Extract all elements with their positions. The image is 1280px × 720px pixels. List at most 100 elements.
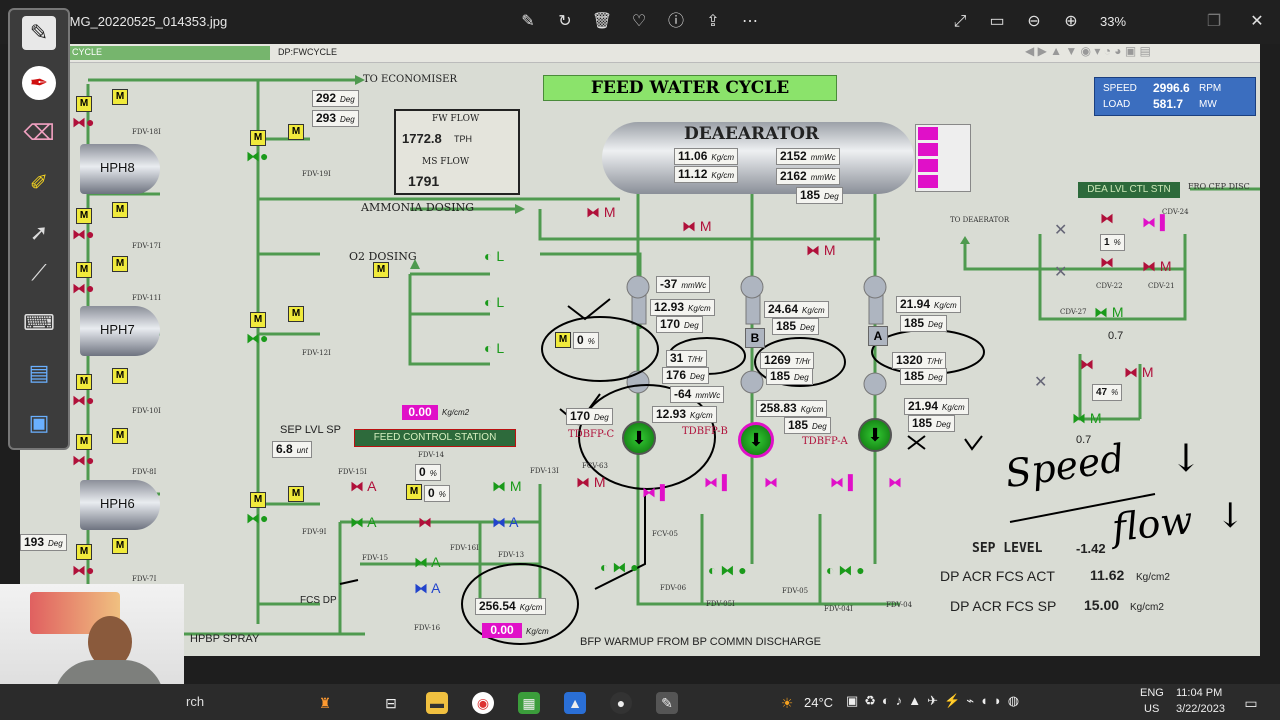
- keyboard-icon[interactable]: ⌨: [23, 310, 55, 335]
- app-icon[interactable]: ▦: [518, 692, 540, 714]
- valve-open-icon[interactable]: ◐ ⧓ ●: [600, 559, 639, 575]
- rotate-icon[interactable]: ↻: [558, 13, 572, 30]
- valve-m-box[interactable]: M: [406, 484, 422, 500]
- language-bottom[interactable]: US: [1144, 703, 1160, 715]
- valve-m-box[interactable]: M: [76, 434, 92, 450]
- info-icon[interactable]: ⓘ: [667, 13, 684, 30]
- pump-b-down-arrow-icon[interactable]: ⬇: [738, 422, 774, 458]
- valve-closed-icon[interactable]: ⧓ M: [1124, 364, 1154, 380]
- fit-icon[interactable]: ▭: [989, 13, 1005, 30]
- valve-m-box[interactable]: M: [112, 538, 128, 554]
- maximize-icon[interactable]: ❐: [1206, 13, 1222, 30]
- valve-open-icon[interactable]: ◐ ⧓ ●: [708, 562, 747, 578]
- valve-m-box[interactable]: M: [112, 256, 128, 272]
- valve-open-icon[interactable]: ⧓ A: [414, 554, 441, 570]
- clock-time[interactable]: 11:04 PM: [1176, 687, 1223, 699]
- valve-closed-icon[interactable]: ⧓ M: [682, 218, 712, 234]
- cursor-icon[interactable]: ➚: [29, 220, 49, 245]
- valve-closed-icon[interactable]: ⧓ A: [350, 478, 377, 494]
- valve-m-box[interactable]: M: [76, 208, 92, 224]
- valve-open-icon[interactable]: ⧓ ▌: [830, 474, 858, 490]
- valve-closed-icon[interactable]: ⧓●: [72, 226, 95, 242]
- feed-control-station-button[interactable]: FEED CONTROL STATION: [354, 429, 516, 447]
- valve-open-icon[interactable]: ⧓ ▌: [642, 484, 670, 500]
- laser-pen-icon[interactable]: ⟋: [31, 260, 47, 285]
- valve-m-box[interactable]: M: [250, 492, 266, 508]
- valve-closed-icon[interactable]: ⧓: [1080, 356, 1094, 372]
- valve-closed-icon[interactable]: ⧓ M: [586, 204, 616, 220]
- valve-manual-icon[interactable]: ✕: [1054, 222, 1068, 239]
- valve-open-icon[interactable]: ⧓●: [246, 510, 269, 526]
- lantern-icon[interactable]: ♜: [318, 695, 332, 711]
- clock-date[interactable]: 3/22/2023: [1176, 703, 1225, 715]
- zoom-out-icon[interactable]: ⊖: [1027, 13, 1041, 30]
- valve-closed-icon[interactable]: ⧓ M: [1142, 258, 1172, 274]
- valve-manual-icon[interactable]: ✕: [1054, 264, 1068, 281]
- valve-m-box[interactable]: M: [112, 202, 128, 218]
- valve-closed-icon[interactable]: ⧓●: [72, 392, 95, 408]
- valve-m-box[interactable]: M: [288, 124, 304, 140]
- screen-capture-icon[interactable]: ▤: [28, 360, 50, 385]
- dea-lvl-ctl-stn[interactable]: DEA LVL CTL STN: [1078, 182, 1180, 198]
- valve-closed-icon[interactable]: ⧓●: [72, 114, 95, 130]
- language-top[interactable]: ENG: [1140, 687, 1164, 699]
- share-icon[interactable]: ⇪: [706, 13, 720, 30]
- taskbar-search[interactable]: rch: [186, 694, 205, 709]
- valve-m-box[interactable]: M: [76, 544, 92, 560]
- zoom-level[interactable]: 33%: [1100, 14, 1127, 29]
- edit-icon[interactable]: ✎: [521, 13, 535, 30]
- valve-closed-icon[interactable]: ⧓: [1100, 210, 1114, 226]
- heater-hph8[interactable]: HPH8: [80, 144, 160, 194]
- valve-open-icon[interactable]: ⧓ M: [492, 478, 522, 494]
- valve-open-icon[interactable]: ⧓●: [246, 148, 269, 164]
- valve-open-icon[interactable]: ◐ L: [484, 294, 505, 310]
- valve-open-icon[interactable]: ⧓●: [246, 330, 269, 346]
- valve-closed-icon[interactable]: ⧓ M: [576, 474, 606, 490]
- zoom-in-icon[interactable]: ⊕: [1064, 13, 1078, 30]
- valve-open-icon[interactable]: ⧓: [764, 474, 778, 490]
- valve-open-icon[interactable]: ⧓: [888, 474, 902, 490]
- system-tray-icon[interactable]: ▣♻◐♪▲✈⚡⌁◖◗◍: [846, 693, 1026, 708]
- cycle-tab[interactable]: CYCLE: [60, 46, 270, 60]
- valve-m-box[interactable]: M: [288, 306, 304, 322]
- valve-m-box[interactable]: M: [250, 312, 266, 328]
- delete-icon[interactable]: 🗑: [591, 13, 613, 30]
- valve-open-icon[interactable]: ⧓ M: [1094, 304, 1124, 320]
- pen-icon[interactable]: ✒: [22, 66, 56, 100]
- photos-icon[interactable]: ▲: [564, 692, 586, 714]
- highlighter-icon[interactable]: ✐: [29, 170, 49, 195]
- valve-m-box[interactable]: M: [76, 262, 92, 278]
- valve-manual-icon[interactable]: ✕: [1034, 374, 1048, 391]
- valve-open-icon[interactable]: ◐ L: [484, 248, 505, 264]
- valve-m-box[interactable]: M: [555, 332, 571, 348]
- valve-open-icon[interactable]: ⧓ A: [414, 580, 441, 596]
- more-icon[interactable]: ⋯: [742, 13, 758, 30]
- chrome-icon[interactable]: ◉: [472, 692, 494, 714]
- valve-open-icon[interactable]: ◐ L: [484, 340, 505, 356]
- valve-m-box[interactable]: M: [112, 368, 128, 384]
- valve-open-icon[interactable]: ⧓ ▌: [1142, 214, 1170, 230]
- valve-m-box[interactable]: M: [250, 130, 266, 146]
- file-explorer-icon[interactable]: ▬: [426, 692, 448, 714]
- notifications-icon[interactable]: ▭: [1244, 695, 1258, 711]
- close-icon[interactable]: ✕: [1250, 13, 1264, 30]
- heater-hph6[interactable]: HPH6: [80, 480, 160, 530]
- presentation-icon[interactable]: ▣: [28, 410, 50, 435]
- whiteboard-app-icon[interactable]: ✎: [656, 692, 678, 714]
- valve-closed-icon[interactable]: ⧓: [418, 514, 432, 530]
- heart-icon[interactable]: ♡: [631, 13, 647, 30]
- pump-a-down-arrow-icon[interactable]: ⬇: [858, 418, 892, 452]
- valve-m-box[interactable]: M: [76, 96, 92, 112]
- valve-open-icon[interactable]: ⧓ A: [492, 514, 519, 530]
- expand-icon[interactable]: ⤢: [953, 13, 967, 30]
- valve-open-icon[interactable]: ⧓ M: [1072, 410, 1102, 426]
- recorder-icon[interactable]: ●: [610, 692, 632, 714]
- valve-open-icon[interactable]: ⧓ A: [350, 514, 377, 530]
- eraser-icon[interactable]: ⌫: [23, 120, 55, 145]
- valve-closed-icon[interactable]: ⧓●: [72, 280, 95, 296]
- valve-closed-icon[interactable]: ⧓ M: [806, 242, 836, 258]
- pump-c-down-arrow-icon[interactable]: ⬇: [622, 421, 656, 455]
- valve-m-box[interactable]: M: [373, 262, 389, 278]
- weather-temp[interactable]: 24°C: [804, 695, 834, 710]
- valve-m-box[interactable]: M: [76, 374, 92, 390]
